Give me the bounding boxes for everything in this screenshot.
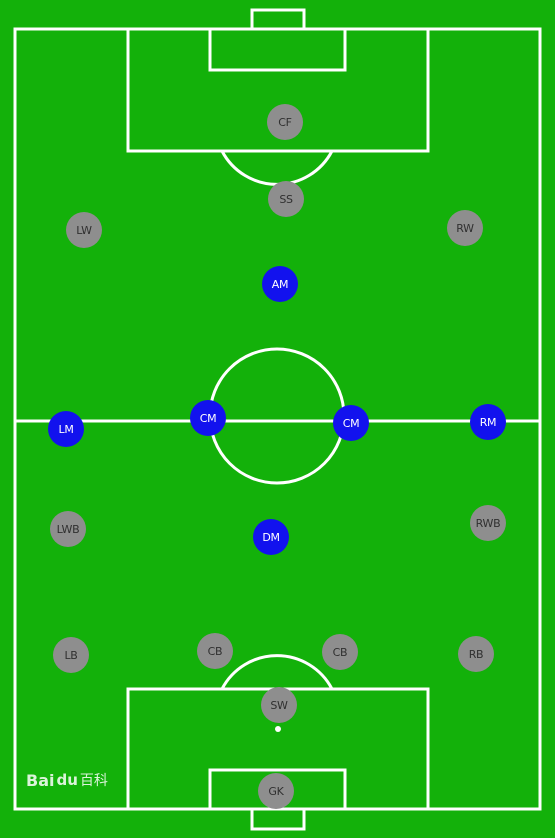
position-ss: SS <box>268 181 304 217</box>
centre-circle <box>208 347 346 485</box>
position-sw: SW <box>261 687 297 723</box>
bottom-goal-area <box>208 768 347 811</box>
position-dm: DM <box>253 519 289 555</box>
baidu-baike-watermark: Bai du 百科 <box>26 770 108 790</box>
watermark-cn: 百科 <box>79 773 108 789</box>
paw-icon: du <box>56 771 78 789</box>
bottom-goal <box>250 807 306 831</box>
position-rm: RM <box>470 404 506 440</box>
position-cm-left: CM <box>190 400 226 436</box>
position-lwb: LWB <box>50 511 86 547</box>
position-gk: GK <box>258 773 294 809</box>
position-rwb: RWB <box>470 505 506 541</box>
position-lb: LB <box>53 637 89 673</box>
position-cb-left: CB <box>197 633 233 669</box>
top-penalty-arc <box>220 150 334 186</box>
position-rb: RB <box>458 636 494 672</box>
position-lm: LM <box>48 411 84 447</box>
position-cb-right: CB <box>322 634 358 670</box>
position-lw: LW <box>66 212 102 248</box>
bottom-penalty-arc <box>220 654 334 690</box>
position-rw: RW <box>447 210 483 246</box>
top-goal-area <box>208 27 347 72</box>
position-cm-right: CM <box>333 405 369 441</box>
top-goal <box>250 8 306 31</box>
position-am: AM <box>262 266 298 302</box>
penalty-spot <box>275 726 281 732</box>
watermark-latin: Bai <box>26 770 55 790</box>
position-cf: CF <box>267 104 303 140</box>
